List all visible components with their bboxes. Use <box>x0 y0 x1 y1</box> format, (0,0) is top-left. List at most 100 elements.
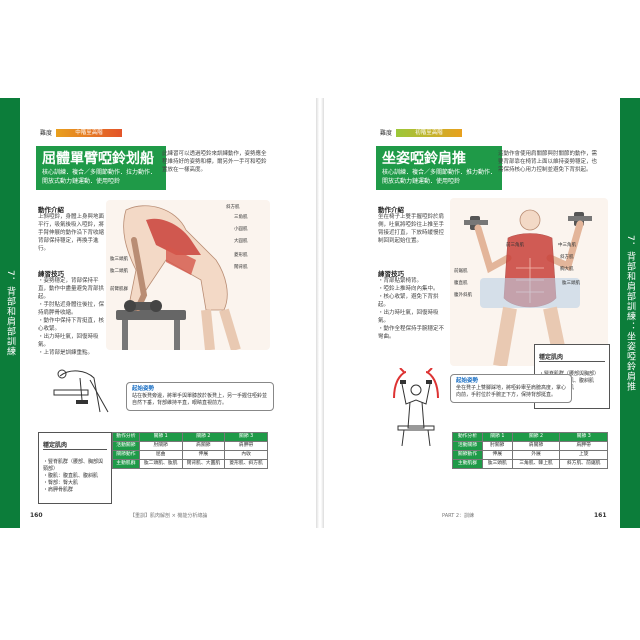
muscle-label: 前三角肌 <box>506 243 524 248</box>
table-header: 關節 1 <box>138 432 183 442</box>
muscle-label: 小圓肌 <box>234 227 248 232</box>
difficulty-indicator: 難度 初階至高階 <box>380 128 463 137</box>
table-cell: 三角肌、棘上肌 <box>511 459 561 469</box>
table-cell: 肩關節 <box>181 441 226 451</box>
muscle-label: 前鋸肌 <box>454 269 468 274</box>
table-cell: 肘關節 <box>481 441 513 451</box>
table-row: 活動關節 肘關節 肩關節 肩胛帶 <box>112 441 268 451</box>
small-rowing-figure <box>50 356 120 414</box>
rowing-figure-icon <box>116 205 241 352</box>
motion-analysis-table: 動作分析 關節 1 關節 2 關節 3 活動關節 肘關節 肩關節 肩胛帶 關節動… <box>452 432 608 469</box>
table-header: 關節 3 <box>559 432 608 442</box>
difficulty-label: 難度 <box>380 130 393 137</box>
exercise-description: 此練習可以透過啞鈴來訓練動作，姿勢應全程維持好的姿勢和標，爾另外一手可和啞鈴置放… <box>162 151 267 173</box>
muscle-label: 闊背肌 <box>234 265 248 270</box>
table-cell: 肩胛帶 <box>224 441 268 451</box>
muscle-label: 肱三頭肌 <box>562 281 580 286</box>
intro-text: 上斜啞鈴，身體上身與地面平行，吸氣後吸入啞鈴，將手臂伸展的動作沿下背收縮背部保持… <box>38 214 105 252</box>
tips-text: ・姿勢穩定，背部保持平直，動作中盡量避免背部拱起。 ・手肘貼近身體往後拉，保持肩… <box>38 278 105 356</box>
table-header: 關節 2 <box>511 432 561 442</box>
exercise-title: 屈體單臂啞鈴划船 <box>42 151 154 167</box>
difficulty-indicator: 難度 中階至高階 <box>40 128 123 137</box>
page-number-right: 161 <box>594 512 607 519</box>
book-gutter <box>316 98 324 528</box>
footer-left: 【重訓】肌肉解剖 × 機能分析總論 <box>130 513 208 519</box>
stabilizer-box: 穩定肌肉 ・豎脊肌群（腰部、胸部與頸部） ・腹肌：腹直肌、腹斜肌 ・臀部：臀大肌… <box>38 432 112 504</box>
exercise-title: 坐姿啞鈴肩推 <box>382 151 466 167</box>
start-position-text: 站在板凳旁邊，將單手與單膝放於板凳上，另一手握住啞鈴並自然下垂，背部維持平直，眼… <box>132 393 268 406</box>
table-row: 關節動作 伸展 外展 上旋 <box>452 450 608 460</box>
table-cell: 關節動作 <box>112 450 140 460</box>
table-cell: 活動關節 <box>112 441 140 451</box>
table-cell: 肱二頭肌、肱肌 <box>138 459 183 469</box>
table-cell: 屈曲 <box>138 450 183 460</box>
anatomy-illustration-press: 前三角肌 中三角肌 斜方肌 胸大肌 肱三頭肌 前鋸肌 腹直肌 腹外斜肌 <box>450 198 608 368</box>
muscle-label: 胸大肌 <box>560 267 574 272</box>
start-position-heading: 起始姿勢 <box>456 378 479 384</box>
press-figure-icon <box>464 209 592 368</box>
muscle-label: 中三角肌 <box>558 243 576 248</box>
muscle-label: 斜方肌 <box>560 255 574 260</box>
muscle-label: 腹外斜肌 <box>454 293 472 298</box>
difficulty-label: 難度 <box>40 130 53 137</box>
small-figure-icon <box>53 369 109 413</box>
table-header-row: 動作分析 關節 1 關節 2 關節 3 <box>452 432 608 442</box>
intro-text: 坐在椅子上雙手握啞鈴於肩側，吐氣將啞鈴往上推至手臂接近打直，下放時緩慢控制回到起… <box>378 214 445 244</box>
small-press-figure <box>384 367 448 448</box>
exercise-title-box: 屈體單臂啞鈴划船 核心訓練．複合／多關節動作．拉力動作．開放式動力鏈運動．使用啞… <box>36 146 166 190</box>
intro-heading: 動作介紹 <box>38 206 64 214</box>
table-header-row: 動作分析 關節 1 關節 2 關節 3 <box>112 432 268 442</box>
page-number-left: 160 <box>30 512 43 519</box>
table-header: 關節 3 <box>224 432 268 442</box>
table-cell: 關節動作 <box>452 450 483 460</box>
exercise-description: 這動作會使用肩關節與肘關節的動作，需要背部靠在椅背上面以維持姿勢穩定，也需保持核… <box>498 151 598 173</box>
muscle-label: 腹直肌 <box>454 281 468 286</box>
table-cell: 伸展 <box>481 450 513 460</box>
exercise-subtitle: 核心訓練．複合／多關節動作．推力動作．開放式動力鏈運動．使用啞鈴 <box>382 169 497 185</box>
start-position-box: 起始姿勢 坐在凳子上雙腳踩地，將啞鈴舉至肩膀高度，掌心向前，手肘位於手腕正下方，… <box>450 374 572 403</box>
book-spread: 7．背部和肩部訓練 難度 中階至高階 屈體單臂啞鈴划船 核心訓練．複合／多關節動… <box>0 98 640 528</box>
table-cell: 伸展 <box>181 450 226 460</box>
table-cell: 肩胛帶 <box>559 441 608 451</box>
table-cell: 內收 <box>224 450 268 460</box>
table-row: 活動關節 肘關節 肩關節 肩胛帶 <box>452 441 608 451</box>
exercise-title-box: 坐姿啞鈴肩推 核心訓練．複合／多關節動作．推力動作．開放式動力鏈運動．使用啞鈴 <box>376 146 502 190</box>
table-header: 動作分析 <box>112 432 140 442</box>
tips-text: ・背部貼緊椅背。 ・啞鈴上推時向內集中。 ・核心收緊，避免下背拱起。 ・出力時吐… <box>378 278 445 340</box>
muscle-label: 肱二頭肌 <box>110 269 128 274</box>
exercise-subtitle: 核心訓練．複合／多關節動作．拉力動作．開放式動力鏈運動．使用啞鈴 <box>42 169 157 185</box>
table-header: 動作分析 <box>452 432 483 442</box>
stabilizer-heading: 穩定肌肉 <box>43 442 107 450</box>
right-page: 7．背部和肩部訓練：坐姿啞鈴肩推 難度 初階至高階 坐姿啞鈴肩推 核心訓練．複合… <box>322 98 640 528</box>
tips-heading: 練習技巧 <box>378 270 404 278</box>
table-header: 關節 2 <box>181 432 226 442</box>
motion-analysis-table: 動作分析 關節 1 關節 2 關節 3 活動關節 肘關節 肩關節 肩胛帶 關節動… <box>112 432 268 469</box>
table-cell: 闊背肌、大圓肌 <box>181 459 226 469</box>
muscle-label: 大圓肌 <box>234 239 248 244</box>
difficulty-bar: 中階至高階 <box>56 128 123 137</box>
table-cell: 主動肌群 <box>452 459 483 469</box>
table-cell: 斜方肌、前鋸肌 <box>559 459 608 469</box>
tips-heading: 練習技巧 <box>38 270 64 278</box>
footer-right: PART 2：訓練 <box>442 513 475 519</box>
muscle-label: 前臂肌群 <box>110 287 128 292</box>
chapter-tab-right: 7．背部和肩部訓練：坐姿啞鈴肩推 <box>620 98 640 528</box>
difficulty-bar: 初階至高階 <box>396 128 463 137</box>
start-position-text: 坐在凳子上雙腳踩地，將啞鈴舉至肩膀高度，掌心向前，手肘位於手腕正下方，保持背部挺… <box>456 385 567 398</box>
table-row: 關節動作 屈曲 伸展 內收 <box>112 450 268 460</box>
table-header: 關節 1 <box>481 432 513 442</box>
table-cell: 肩關節 <box>511 441 561 451</box>
stabilizer-heading: 穩定肌肉 <box>539 354 605 362</box>
muscle-label: 斜方肌 <box>226 205 240 210</box>
table-cell: 主動肌群 <box>112 459 140 469</box>
muscle-label: 三角肌 <box>234 215 248 220</box>
intro-heading: 動作介紹 <box>378 206 404 214</box>
table-cell: 上旋 <box>559 450 608 460</box>
chapter-tab-left: 7．背部和肩部訓練 <box>0 98 20 528</box>
left-page: 7．背部和肩部訓練 難度 中階至高階 屈體單臂啞鈴划船 核心訓練．複合／多關節動… <box>0 98 318 528</box>
table-cell: 肱三頭肌 <box>481 459 513 469</box>
table-cell: 菱形肌、斜方肌 <box>224 459 268 469</box>
stabilizer-text: ・豎脊肌群（腰部、胸部與頸部） ・腹肌：腹直肌、腹斜肌 ・臀部：臀大肌 ・肩胛骨… <box>43 459 104 493</box>
table-row: 主動肌群 肱三頭肌 三角肌、棘上肌 斜方肌、前鋸肌 <box>452 459 608 469</box>
table-cell: 活動關節 <box>452 441 483 451</box>
